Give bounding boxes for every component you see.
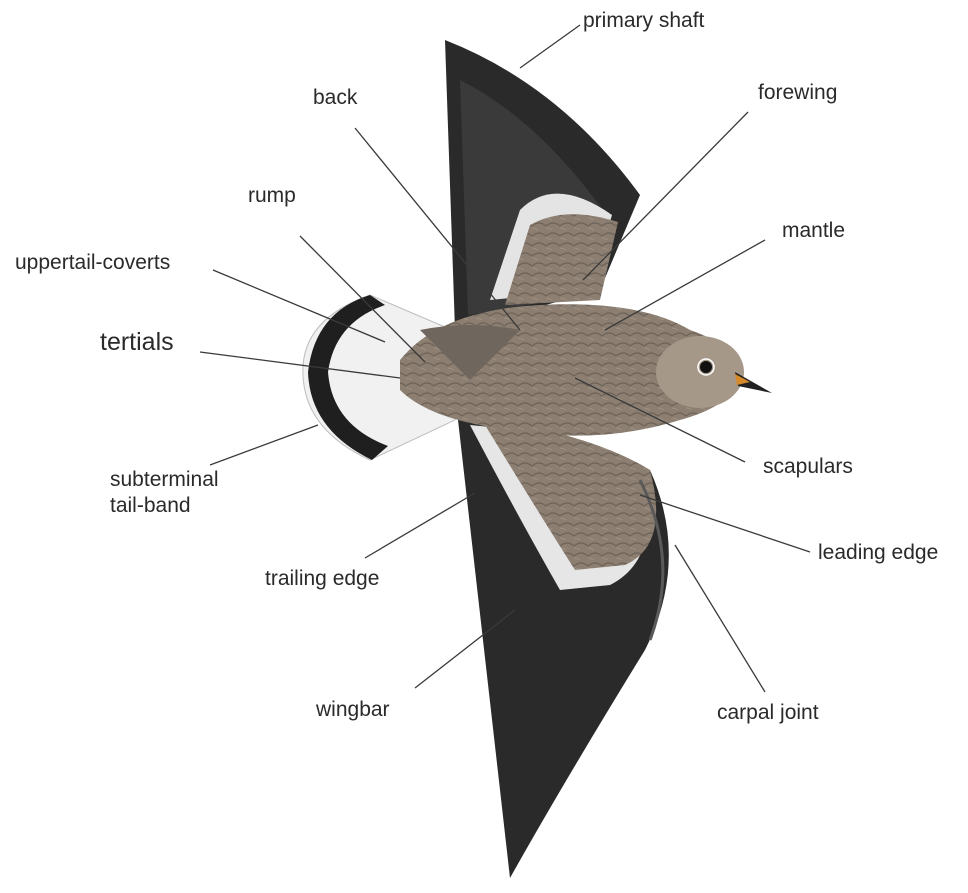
leader-subterminal	[210, 425, 318, 465]
label-wingbar: wingbar	[316, 697, 390, 723]
label-primary-shaft: primary shaft	[583, 8, 704, 34]
body	[400, 304, 772, 435]
label-carpal-joint: carpal joint	[717, 700, 819, 726]
leader-carpal-joint	[675, 545, 765, 692]
label-trailing-edge: trailing edge	[265, 566, 379, 592]
label-scapulars: scapulars	[763, 454, 853, 480]
leader-mantle	[605, 240, 765, 330]
label-tertials: tertials	[100, 327, 174, 358]
label-uppertail-coverts: uppertail-coverts	[15, 250, 170, 276]
leader-trailing-edge	[365, 493, 475, 558]
label-mantle: mantle	[782, 218, 845, 244]
leader-primary-shaft	[520, 25, 580, 68]
label-forewing: forewing	[758, 80, 837, 106]
upper-wing	[445, 40, 640, 330]
label-back: back	[313, 85, 357, 111]
label-subterminal-line1: subterminal	[110, 467, 219, 493]
lower-wing	[458, 420, 669, 878]
label-subterminal: subterminal tail-band	[110, 467, 219, 520]
label-subterminal-line2: tail-band	[110, 493, 219, 519]
label-leading-edge: leading edge	[818, 540, 938, 566]
label-rump: rump	[248, 183, 296, 209]
